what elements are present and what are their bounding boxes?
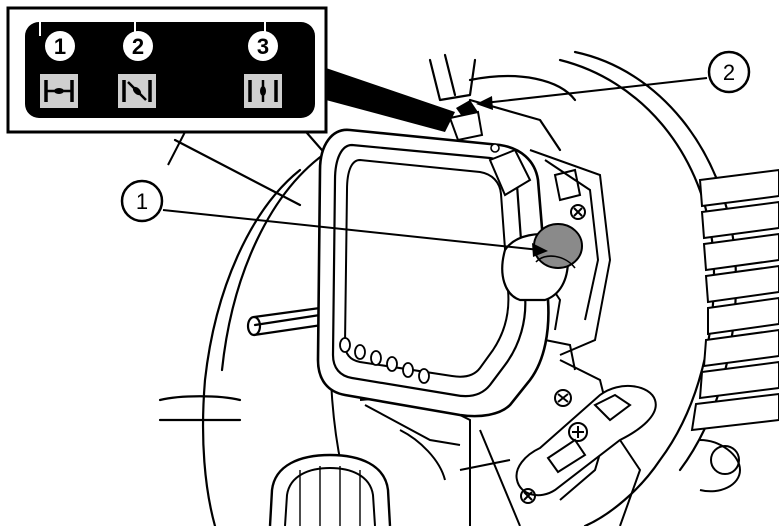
cooling-fins — [690, 168, 779, 493]
callout-1: 1 — [120, 179, 548, 257]
choke-closed-icon — [40, 74, 78, 108]
choke-position-3: 3 — [244, 31, 282, 108]
choke-position-2-number: 2 — [132, 34, 144, 59]
choke-lever — [448, 100, 484, 142]
callout-1-label: 1 — [136, 189, 148, 214]
choke-position-1: 1 — [40, 31, 78, 108]
choke-knob — [501, 223, 583, 302]
air-filter-cover — [316, 128, 550, 418]
choke-position-3-number: 3 — [257, 34, 269, 59]
choke-open-icon — [244, 74, 282, 108]
choke-half-icon — [118, 74, 156, 108]
callout-2-label: 2 — [723, 60, 735, 85]
choke-position-1-number: 1 — [54, 34, 66, 59]
callout-2: 2 — [476, 50, 751, 110]
choke-position-2: 2 — [118, 31, 156, 108]
fuel-cap — [268, 453, 392, 526]
choke-position-inset: 1 2 3 — [6, 6, 455, 166]
